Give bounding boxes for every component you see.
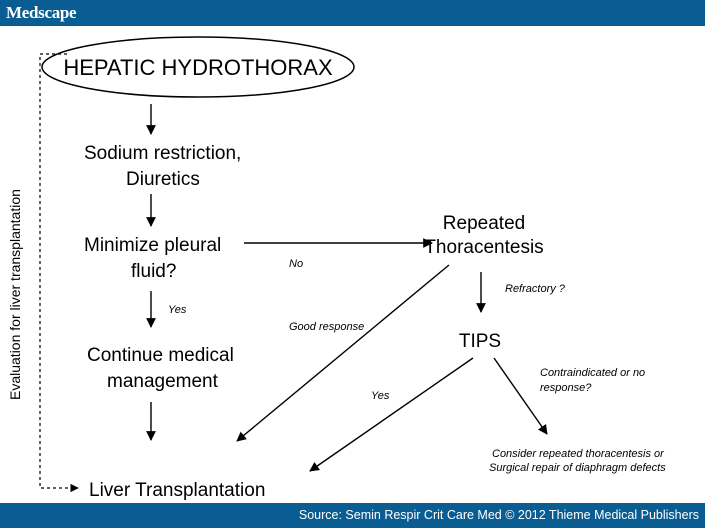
arrow-repeated-to-transplant <box>236 264 450 442</box>
repeated-node-line2: Thoracentesis <box>424 237 543 258</box>
footer-bar: Source: Semin Respir Crit Care Med © 201… <box>0 503 705 528</box>
source-credit: Source: Semin Respir Crit Care Med © 201… <box>298 508 699 522</box>
dashed-evaluation-path <box>39 53 79 493</box>
sodium-node-line2: Diuretics <box>126 169 200 190</box>
edge-label-no: No <box>289 258 303 270</box>
arrow-tips-to-transplant <box>309 357 474 472</box>
repeated-node: Repeated <box>443 213 525 234</box>
edge-label-yes-minimize: Yes <box>168 304 187 316</box>
header-bar: Medscape <box>0 0 705 26</box>
start-node-ellipse <box>41 36 355 98</box>
brand-logo: Medscape <box>6 3 77 22</box>
continue-node: Continue medical <box>87 345 234 366</box>
edge-label-contraindicated: Contraindicated or no <box>540 367 645 379</box>
edge-label-yes-tips: Yes <box>371 390 390 402</box>
edge-label-contraindicated-line2: response? <box>540 382 592 394</box>
minimize-node-line2: fluid? <box>131 261 176 282</box>
minimize-node: Minimize pleural <box>84 235 221 256</box>
consider-node: Consider repeated thoracentesis or <box>492 448 665 460</box>
sodium-node: Sodium restriction, <box>84 143 241 164</box>
tips-node: TIPS <box>459 331 501 352</box>
consider-node-line2: Surgical repair of diaphragm defects <box>489 462 666 474</box>
start-node: HEPATIC HYDROTHORAX <box>63 55 333 80</box>
transplant-node: Liver Transplantation <box>89 480 265 501</box>
side-label-evaluation: Evaluation for liver transplantation <box>7 189 23 400</box>
continue-node-line2: management <box>107 371 219 392</box>
edge-label-good-response: Good response <box>289 321 364 333</box>
arrow-tips-to-consider <box>493 357 548 435</box>
edge-label-refractory: Refractory ? <box>505 283 566 295</box>
